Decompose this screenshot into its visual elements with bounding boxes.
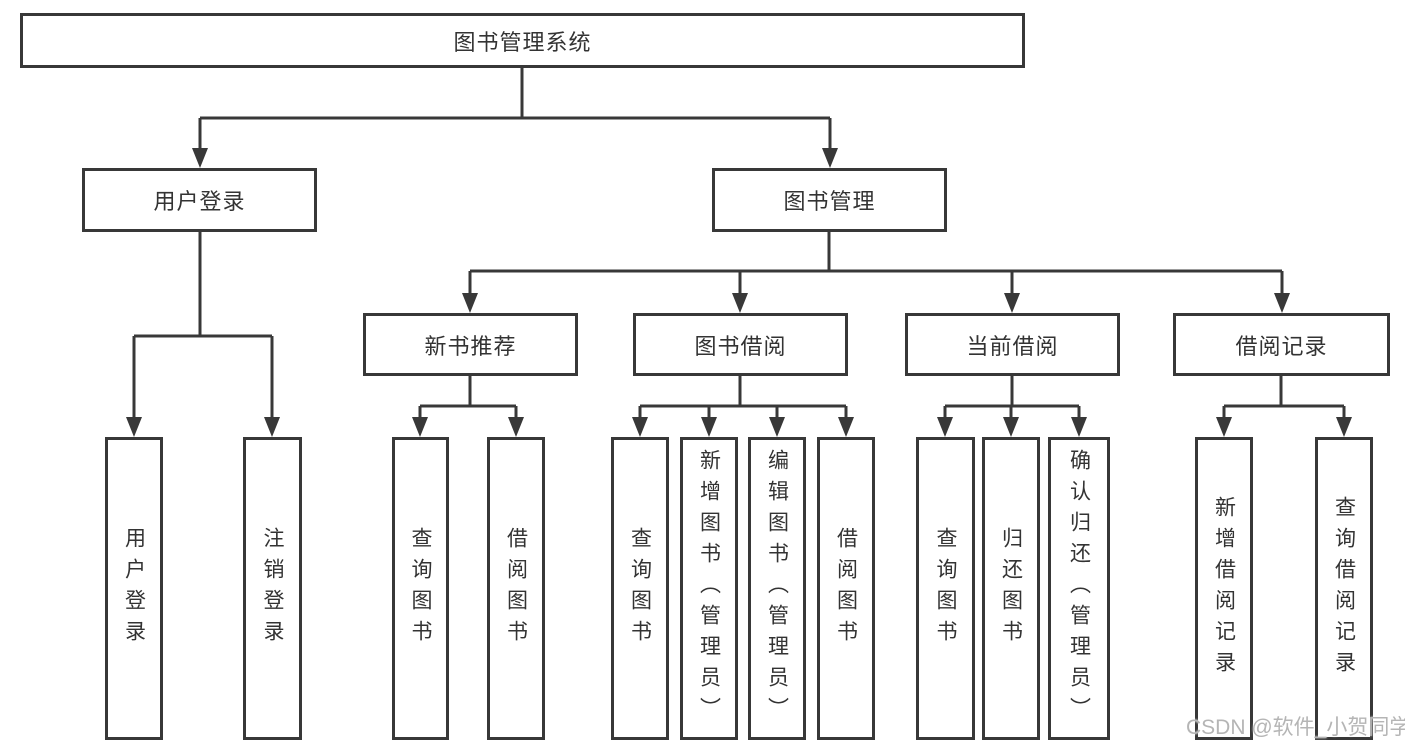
- leaf-br-add-record: 新增借阅记录: [1195, 437, 1253, 740]
- leaf-user-login: 用户登录: [105, 437, 163, 740]
- node-root: 图书管理系统: [20, 13, 1025, 68]
- watermark: CSDN @软件_小贺同学: [1186, 716, 1405, 739]
- node-book-management-label: 图书管理: [783, 189, 876, 214]
- leaf-bb-query-books-label: 查询图书: [628, 526, 652, 651]
- node-book-management: 图书管理: [712, 168, 947, 232]
- leaf-nb-query-books-label: 查询图书: [409, 526, 432, 651]
- node-new-book-recommend-label: 新书推荐: [424, 333, 517, 359]
- leaf-br-query-record: 查询借阅记录: [1315, 437, 1373, 740]
- node-user-login: 用户登录: [82, 168, 317, 232]
- leaf-bb-borrow-books-label: 借阅图书: [834, 526, 858, 651]
- node-current-borrowing-label: 当前借阅: [966, 333, 1059, 359]
- leaf-logout-label: 注销登录: [261, 526, 284, 651]
- leaf-cb-return-books-label: 归还图书: [999, 526, 1023, 651]
- node-borrowing-records: 借阅记录: [1173, 313, 1390, 376]
- node-current-borrowing: 当前借阅: [905, 313, 1120, 376]
- leaf-cb-query-books: 查询图书: [916, 437, 975, 740]
- leaf-nb-borrow-books: 借阅图书: [487, 437, 545, 740]
- leaf-bb-add-books-admin-label: 新增图书（管理员）: [697, 449, 721, 728]
- leaf-bb-add-books-admin: 新增图书（管理员）: [680, 437, 738, 740]
- node-borrowing-records-label: 借阅记录: [1235, 333, 1328, 359]
- node-book-borrowing: 图书借阅: [633, 313, 848, 376]
- leaf-cb-confirm-return-admin: 确认归还（管理员）: [1048, 437, 1110, 740]
- leaf-nb-query-books: 查询图书: [392, 437, 449, 740]
- leaf-br-query-record-label: 查询借阅记录: [1332, 495, 1356, 682]
- leaf-br-add-record-label: 新增借阅记录: [1212, 495, 1236, 682]
- node-root-label: 图书管理系统: [453, 29, 592, 55]
- leaf-cb-query-books-label: 查询图书: [934, 526, 957, 651]
- leaf-user-login-label: 用户登录: [122, 526, 146, 651]
- leaf-cb-return-books: 归还图书: [982, 437, 1040, 740]
- leaf-logout: 注销登录: [243, 437, 302, 740]
- leaf-bb-borrow-books: 借阅图书: [817, 437, 875, 740]
- leaf-cb-confirm-return-admin-label: 确认归还（管理员）: [1067, 449, 1091, 728]
- leaf-bb-edit-books-admin: 编辑图书（管理员）: [748, 437, 806, 740]
- leaf-nb-borrow-books-label: 借阅图书: [504, 526, 528, 651]
- leaf-bb-edit-books-admin-label: 编辑图书（管理员）: [765, 449, 789, 728]
- leaf-bb-query-books: 查询图书: [611, 437, 669, 740]
- node-user-login-label: 用户登录: [153, 189, 246, 214]
- node-book-borrowing-label: 图书借阅: [694, 333, 787, 359]
- node-new-book-recommend: 新书推荐: [363, 313, 578, 376]
